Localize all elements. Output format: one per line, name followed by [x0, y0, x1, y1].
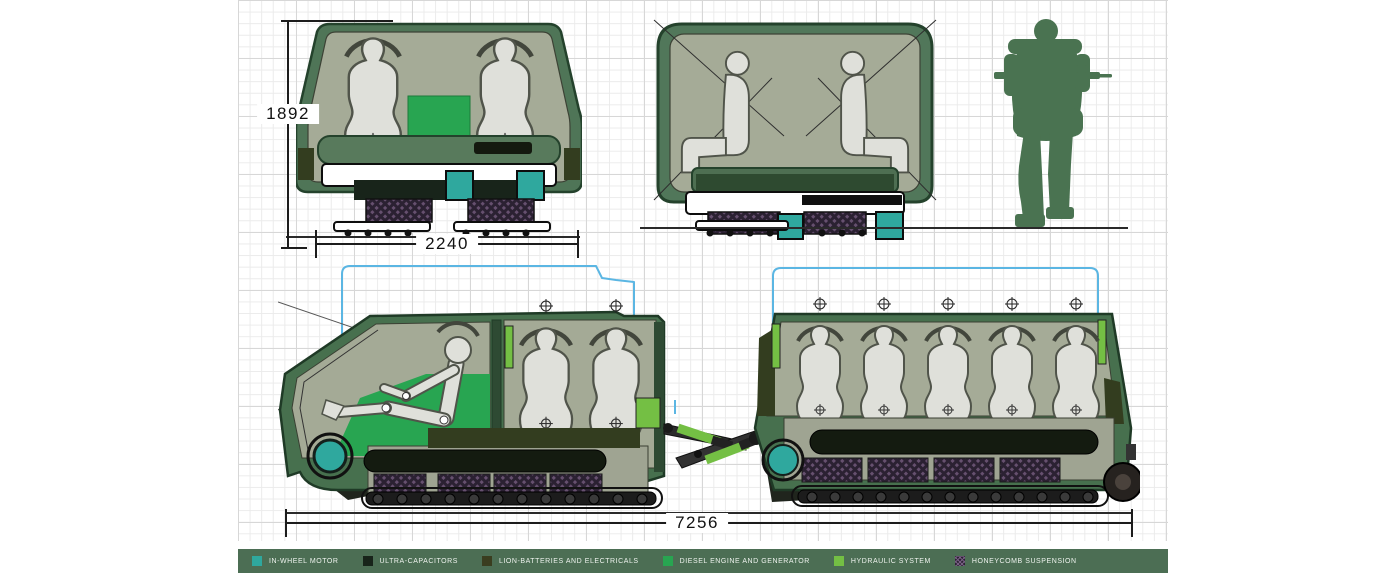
legend-label: LION-BATTERIES AND ELECTRICALS [498, 557, 639, 565]
road-wheels [806, 491, 1094, 503]
in-wheel-motor-box [875, 211, 904, 240]
tail-fitting [1126, 444, 1136, 460]
in-wheel-motor-wheel [306, 432, 354, 480]
legend-label: DIESEL ENGINE AND GENERATOR [679, 557, 810, 565]
legend-item-in-wheel-motor: IN-WHEEL MOTOR [252, 556, 339, 566]
dimension-value-length: 7256 [666, 513, 728, 533]
honeycomb-suspension-block [933, 457, 995, 483]
honeycomb-suspension-block [801, 457, 863, 483]
hydraulic-strip [1097, 319, 1107, 365]
legend-label: ULTRA-CAPACITORS [379, 557, 458, 565]
dimension-value-height: 1892 [257, 104, 319, 124]
legend-bar: IN-WHEEL MOTOR ULTRA-CAPACITORS LION-BAT… [238, 549, 1168, 573]
battery-side-block [564, 148, 580, 180]
track-band [361, 487, 663, 509]
dimension-tick [281, 247, 307, 249]
driver-figure [321, 321, 480, 428]
in-wheel-motor-box [445, 170, 474, 201]
rear-view-ground-line [640, 227, 1128, 229]
legend-item-honeycomb-suspension: HONEYCOMB SUSPENSION [954, 556, 1077, 566]
articulation-hitch [663, 423, 763, 469]
battery-side-block [298, 148, 314, 180]
ultracapacitor-unit [802, 195, 902, 205]
roof-targets [813, 297, 1083, 311]
track-bed [365, 491, 657, 506]
windshield-line [299, 329, 379, 451]
legend-label: IN-WHEEL MOTOR [269, 557, 339, 565]
rear-unit [753, 297, 1140, 507]
legend-swatch-lion-batteries [481, 556, 492, 566]
front-view-drawing [296, 22, 582, 237]
legend-item-diesel-engine: DIESEL ENGINE AND GENERATOR [662, 556, 810, 566]
ultracapacitor-unit [474, 142, 532, 154]
battery-band [354, 180, 528, 200]
legend-swatch-hydraulic-system [833, 556, 844, 566]
honeycomb-suspension-block [467, 198, 535, 223]
battery-band [696, 174, 894, 192]
honeycomb-suspension-block [867, 457, 929, 483]
legend-swatch-diesel-engine [662, 556, 673, 566]
hydraulic-block [635, 397, 661, 429]
legend-label: HYDRAULIC SYSTEM [850, 557, 931, 565]
legend-label: HONEYCOMB SUSPENSION [971, 557, 1077, 565]
track-band [791, 485, 1109, 507]
honeycomb-suspension-block [365, 198, 433, 223]
legend-item-lion-batteries: LION-BATTERIES AND ELECTRICALS [481, 556, 639, 566]
rear-idler-hub [1115, 474, 1131, 490]
legend-item-hydraulic-system: HYDRAULIC SYSTEM [833, 556, 931, 566]
road-wheels [372, 493, 648, 505]
battery-band [428, 428, 640, 448]
soldier-silhouette [994, 19, 1112, 227]
legend-item-ultra-capacitors: ULTRA-CAPACITORS [362, 556, 458, 566]
honeycomb-suspension-block [803, 211, 867, 235]
soldier-scale-figure [994, 19, 1112, 227]
road-wheels [344, 229, 530, 237]
in-wheel-motor-box [516, 170, 545, 201]
honeycomb-suspension-block [999, 457, 1061, 483]
hydraulic-strip [504, 325, 514, 369]
in-wheel-motor-wheel [761, 438, 805, 482]
roof-targets [539, 299, 623, 313]
dimension-tick [281, 20, 393, 22]
battery-wedge [1104, 378, 1124, 424]
legend-swatch-ultra-capacitors [362, 556, 373, 566]
road-wheels [706, 229, 866, 237]
diesel-engine-block [407, 95, 471, 139]
dimension-value-width: 2240 [416, 234, 478, 254]
in-wheel-motor-wheel [767, 444, 799, 476]
ultracapacitor-pill [363, 449, 607, 473]
legend-swatch-in-wheel-motor [252, 556, 262, 566]
track-tray [453, 221, 551, 232]
rear-view-drawing [653, 19, 937, 240]
rear-column [654, 322, 664, 472]
side-view-drawing [278, 265, 1140, 509]
dimension-line-height [287, 21, 289, 248]
in-wheel-motor-wheel [312, 438, 348, 474]
hydraulic-strip [771, 323, 781, 369]
legend-swatch-honeycomb-suspension [954, 556, 965, 566]
track-tray [333, 221, 431, 232]
battery-wedge [757, 328, 775, 416]
dimension-tick [1131, 509, 1133, 537]
front-unit [278, 299, 666, 509]
ultracapacitor-pill [809, 429, 1099, 455]
dimension-tick [577, 230, 579, 258]
